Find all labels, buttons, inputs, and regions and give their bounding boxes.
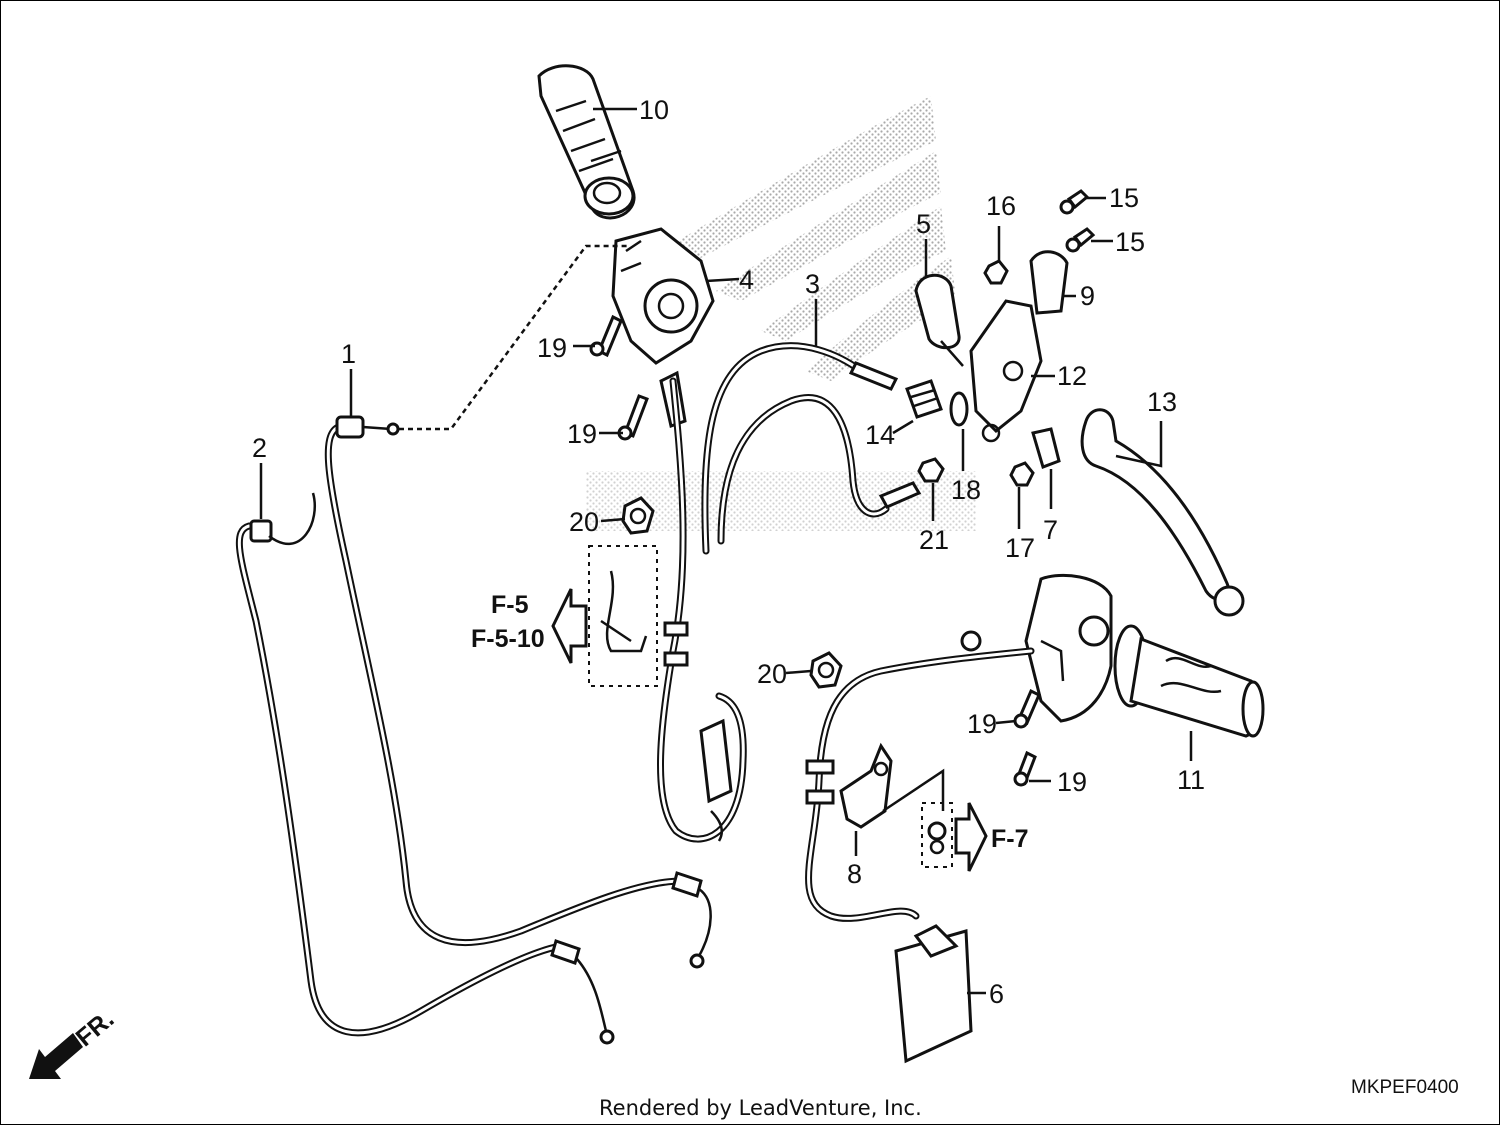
nut-part-17[interactable] <box>1009 461 1035 487</box>
reference-labels: F-5 F-5-10 F-7 FR. <box>71 591 1029 1052</box>
ref-f5[interactable]: F-5 <box>491 591 529 619</box>
callout-6[interactable]: 6 <box>989 979 1004 1009</box>
lever-part-13[interactable] <box>1080 408 1245 617</box>
callout-labels: 10 4 1 2 3 19 19 20 5 16 15 15 9 12 13 1… <box>252 95 1205 1009</box>
callout-19-right-lower[interactable]: 19 <box>1057 767 1087 797</box>
inset-box-f5 <box>588 545 658 687</box>
callout-4[interactable]: 4 <box>739 265 754 295</box>
throttle-cables-part-1[interactable] <box>324 415 712 969</box>
callout-5[interactable]: 5 <box>916 209 931 239</box>
switch-part-7[interactable] <box>1031 427 1061 469</box>
callout-1[interactable]: 1 <box>341 339 356 369</box>
lever-bracket-part-12[interactable] <box>969 299 1043 443</box>
bracket-part-8[interactable] <box>839 742 893 829</box>
nut-part-16[interactable] <box>983 259 1009 285</box>
front-direction-arrow <box>29 1033 83 1079</box>
washer-part-18[interactable] <box>949 391 969 427</box>
callout-20-right[interactable]: 20 <box>757 659 787 689</box>
callout-19-right-upper[interactable]: 19 <box>967 709 997 739</box>
callout-19-upper[interactable]: 19 <box>537 333 567 363</box>
connector-part-6[interactable] <box>894 924 973 1064</box>
switch-harness-left[interactable] <box>657 377 747 843</box>
callout-15-lower[interactable]: 15 <box>1115 227 1145 257</box>
footer-credit: Rendered by LeadVenture, Inc. <box>599 1096 922 1120</box>
callout-16[interactable]: 16 <box>986 191 1016 221</box>
ref-f5-10[interactable]: F-5-10 <box>471 625 545 653</box>
callout-20-left[interactable]: 20 <box>569 507 599 537</box>
arrow-to-f5[interactable] <box>551 588 588 664</box>
grip-part-11[interactable] <box>1113 624 1265 738</box>
callout-18[interactable]: 18 <box>951 475 981 505</box>
callout-21[interactable]: 21 <box>919 525 949 555</box>
throttle-housing-part-4[interactable] <box>611 227 715 428</box>
callout-2[interactable]: 2 <box>252 433 267 463</box>
inset-box-f7 <box>921 802 953 868</box>
callout-14[interactable]: 14 <box>865 420 895 450</box>
callout-13[interactable]: 13 <box>1147 387 1177 417</box>
screw-part-19-lower[interactable] <box>1013 688 1041 787</box>
callout-15-upper[interactable]: 15 <box>1109 183 1139 213</box>
callout-17[interactable]: 17 <box>1005 533 1035 563</box>
grommet-part-20-left[interactable] <box>621 496 655 535</box>
diagram-code: MKPEF0400 <box>1351 1077 1459 1098</box>
callout-19-mid[interactable]: 19 <box>567 419 597 449</box>
leader-lines <box>259 107 1193 995</box>
callout-3[interactable]: 3 <box>805 269 820 299</box>
callout-7[interactable]: 7 <box>1043 515 1058 545</box>
nut-part-21[interactable] <box>917 457 945 483</box>
callout-9[interactable]: 9 <box>1080 281 1095 311</box>
cable-part-2[interactable] <box>235 492 615 1045</box>
switch-harness-right[interactable] <box>805 630 1035 922</box>
ref-f7[interactable]: F-7 <box>991 825 1029 853</box>
callout-10[interactable]: 10 <box>639 95 669 125</box>
switch-housing-right[interactable] <box>1024 573 1113 723</box>
lever-cover-part-5[interactable] <box>914 273 964 367</box>
arrow-to-f7[interactable] <box>954 802 988 872</box>
callout-8[interactable]: 8 <box>847 859 862 889</box>
throttle-grip-part-10[interactable] <box>537 64 636 220</box>
adjuster-part-14[interactable] <box>905 379 943 419</box>
clamp-part-9[interactable] <box>1029 250 1069 315</box>
cable-part-3[interactable] <box>701 342 922 555</box>
screws-part-15[interactable] <box>1059 189 1096 253</box>
callout-12[interactable]: 12 <box>1057 361 1087 391</box>
grommet-part-20-right[interactable] <box>809 651 843 689</box>
callout-11[interactable]: 11 <box>1177 765 1205 795</box>
